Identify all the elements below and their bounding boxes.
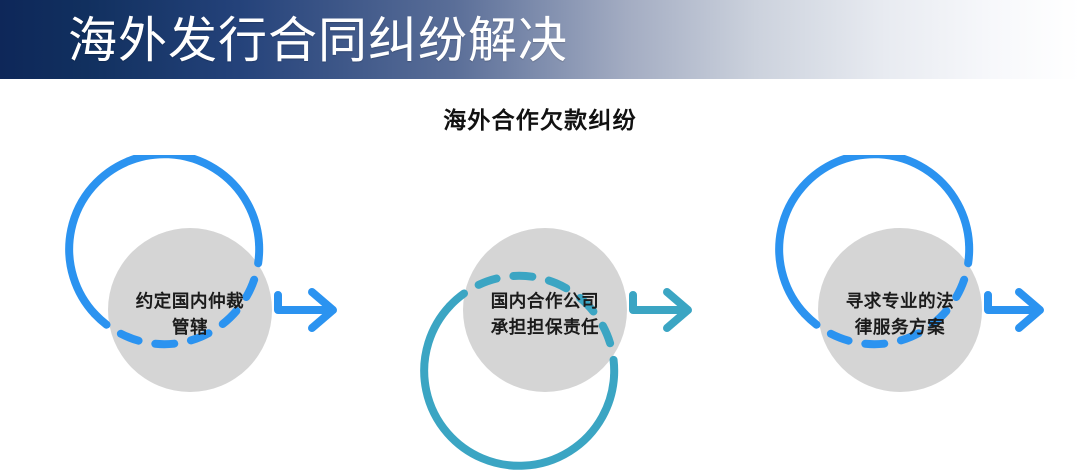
header-banner: 海外发行合同纠纷解决: [0, 0, 1080, 79]
step-3-arrow-shaft: [984, 291, 1040, 314]
step-1-label-line1: 约定国内仲裁: [136, 291, 245, 311]
arrow-right-icon: [1015, 288, 1044, 332]
step-1-ring-solid: [65, 155, 264, 319]
flow-step-2[interactable]: 国内合作公司 承担担保责任: [395, 228, 692, 474]
arrow-right-icon: [308, 288, 337, 332]
process-flow-diagram: 约定国内仲裁 管辖 国内合作公司 承担担保责任: [0, 155, 1080, 474]
step-2-disc: [463, 228, 627, 392]
flow-step-3[interactable]: 寻求专业的法 律服务方案: [750, 155, 1044, 392]
step-1-disc: [108, 228, 272, 392]
step-2-ring-dashed: [445, 271, 619, 380]
step-1-arrow-shaft: [274, 291, 334, 314]
step-3-disc: [818, 228, 982, 392]
step-3-ring-solid: [775, 155, 974, 319]
step-3-label-line2: 律服务方案: [854, 317, 946, 337]
step-3-ring-dashed: [800, 240, 974, 349]
subtitle: 海外合作欠款纠纷: [443, 107, 637, 133]
step-2-ring-solid: [420, 301, 619, 470]
flow-step-1[interactable]: 约定国内仲裁 管辖: [40, 155, 337, 392]
step-3-label-line1: 寻求专业的法: [846, 291, 955, 311]
step-1-label-line2: 管辖: [172, 317, 208, 337]
step-1-ring-dashed: [90, 240, 264, 349]
step-2-label-line1: 国内合作公司: [491, 291, 600, 311]
step-2-label-line2: 承担担保责任: [491, 317, 600, 337]
arrow-right-icon: [663, 288, 692, 332]
flow-svg: 约定国内仲裁 管辖 国内合作公司 承担担保责任: [40, 155, 1044, 474]
step-2-arrow-shaft: [629, 291, 689, 314]
page-title: 海外发行合同纠纷解决: [68, 13, 569, 68]
